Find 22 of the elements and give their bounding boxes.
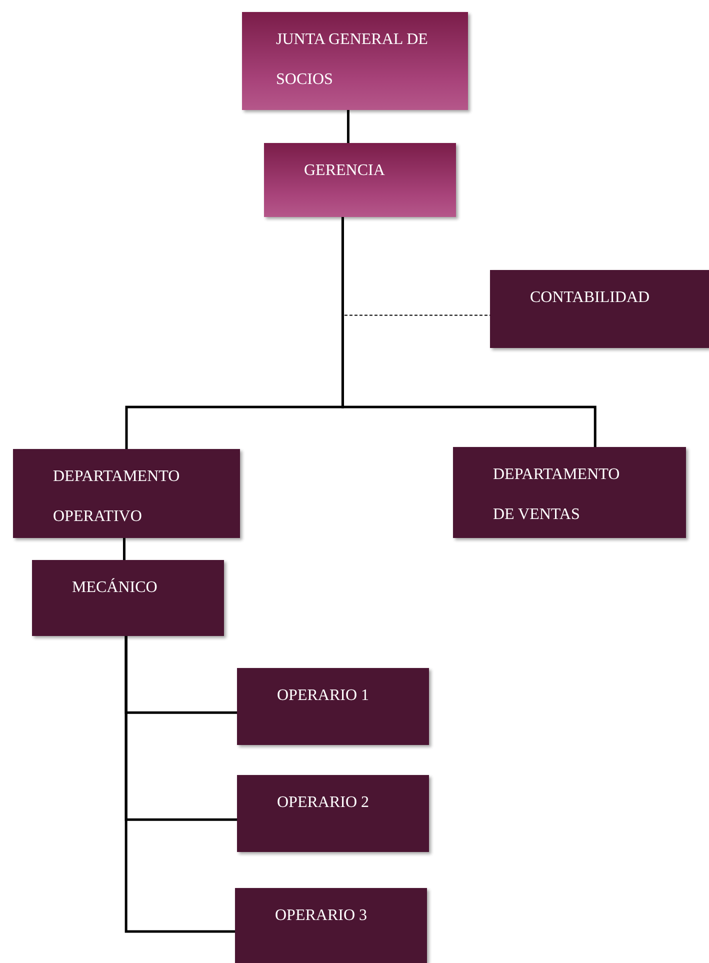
org-box [13,449,240,538]
org-box [237,775,429,852]
box-label: OPERARIO 2 [277,793,370,813]
connector-line [341,217,596,447]
box-label: DEPARTAMENTO DE VENTAS [493,465,621,525]
org-box [264,143,456,217]
box-label: GERENCIA [304,161,386,181]
org-box [32,560,224,636]
org-box [237,668,429,745]
connector-line [122,538,126,560]
org-box [235,888,427,963]
org-box [453,447,686,538]
box-label: CONTABILIDAD [530,288,651,308]
box-label: DEPARTAMENTO OPERATIVO [53,467,181,527]
connector-line [124,636,235,933]
org-box [242,12,468,110]
box-label: MECÁNICO [72,577,158,598]
org-box [490,270,709,348]
box-label: OPERARIO 3 [275,906,368,926]
connector-line [346,110,350,143]
box-label: OPERARIO 1 [277,686,370,706]
box-label: JUNTA GENERAL DE SOCIOS [276,30,428,90]
